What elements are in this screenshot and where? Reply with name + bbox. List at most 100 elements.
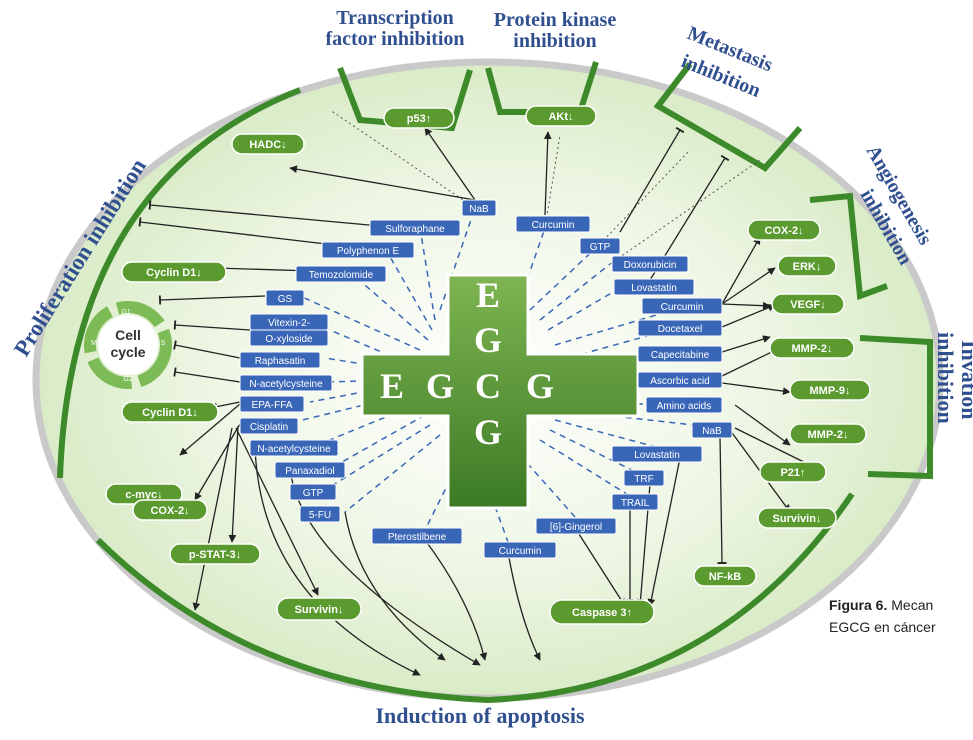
- compound-label: Polyphenon E: [337, 246, 400, 257]
- compound-label: Sulforaphane: [385, 224, 445, 235]
- caption-text-2: EGCG en cáncer: [829, 619, 936, 635]
- target-pill: Caspase 3↑: [549, 599, 655, 625]
- compound-label: Temozolomide: [309, 270, 374, 281]
- compound-box: Polyphenon E: [321, 241, 415, 259]
- compound-label: Curcumin: [661, 302, 704, 313]
- compound-box: 5-FU: [299, 505, 341, 523]
- target-label: Survivin↓: [295, 604, 344, 616]
- compound-label: Ascorbic acid: [650, 376, 709, 387]
- transcription-title-line-2: factor inhibition: [325, 28, 465, 50]
- cell-cycle-diagram: Cell cycle G1 S G2 M: [84, 301, 172, 389]
- target-pill: p53↑: [383, 107, 455, 129]
- target-label: Cyclin D1↓: [146, 267, 202, 279]
- compound-box: O-xyloside: [249, 329, 329, 347]
- cross-letter-top-e: E: [476, 275, 500, 315]
- apoptosis-frame: [95, 492, 855, 704]
- target-label: Survivin↓: [773, 513, 822, 525]
- compound-label: N-acetylcysteine: [249, 379, 323, 390]
- compound-box: Ascorbic acid: [637, 371, 723, 389]
- compound-box: TRF: [623, 469, 665, 487]
- compound-label: Curcumin: [532, 220, 575, 231]
- cell-cycle-label-1: Cell: [115, 327, 141, 343]
- kinase-title: Protein kinase inhibition: [480, 10, 630, 52]
- compound-box: Temozolomide: [295, 265, 387, 283]
- compound-label: Capecitabine: [651, 350, 710, 361]
- cell-cycle-phase-g2: G2: [123, 376, 132, 383]
- target-pill: p-STAT-3↓: [169, 543, 261, 565]
- figure-caption: Figura 6. Mecan EGCG en cáncer: [829, 594, 973, 638]
- compound-box: GTP: [579, 237, 621, 255]
- compound-label: Raphasatin: [255, 356, 306, 367]
- target-label: MMP-2↓: [808, 429, 849, 441]
- target-label: P21↑: [780, 467, 805, 479]
- cell-cycle-phase-m: M: [91, 340, 97, 347]
- cross-letter-bottom-g: G: [474, 412, 502, 452]
- compound-box: Sulforaphane: [369, 219, 461, 237]
- target-label: ERK↓: [793, 261, 822, 273]
- compound-label: GTP: [303, 488, 324, 499]
- compound-box: Vitexin-2-: [249, 313, 329, 331]
- target-pill: AKt↓: [525, 105, 597, 127]
- invasion-title-1: Invation: [957, 340, 973, 419]
- target-pill: MMP-2↓: [769, 337, 855, 359]
- target-pill: ERK↓: [777, 255, 837, 277]
- compound-label: Cisplatin: [250, 422, 288, 433]
- compound-label: TRF: [634, 474, 653, 485]
- compound-label: Lovastatin: [631, 283, 677, 294]
- compound-label: 5-FU: [309, 510, 331, 521]
- compound-box: N-acetylcysteine: [249, 439, 339, 457]
- target-label: Caspase 3↑: [572, 607, 632, 619]
- compound-box: Capecitabine: [637, 345, 723, 363]
- target-label: MMP-9↓: [810, 385, 851, 397]
- transcription-title-line-1: Transcription: [336, 7, 454, 29]
- angiogenesis-frame: [809, 192, 889, 301]
- compound-box: Curcumin: [641, 297, 723, 315]
- target-pill: P21↑: [759, 461, 827, 483]
- compound-box: Curcumin: [483, 541, 557, 559]
- compound-label: [6]-Gingerol: [550, 522, 602, 533]
- compound-box: N-acetylcysteine: [239, 374, 333, 392]
- kinase-title-line-1: Protein kinase: [493, 9, 617, 31]
- compound-box: NaB: [461, 199, 497, 217]
- cell-cycle-label-2: cycle: [110, 344, 145, 360]
- invasion-title-2: inhibition: [933, 332, 958, 424]
- compound-box: Doxorubicin: [611, 255, 689, 273]
- caption-label: Figura 6.: [829, 597, 888, 613]
- target-pill: c-myc↓: [105, 483, 183, 505]
- compound-box: [6]-Gingerol: [535, 517, 617, 535]
- target-pill: COX-2↓: [132, 499, 208, 521]
- compound-label: GS: [278, 294, 293, 305]
- compound-label: NaB: [469, 204, 489, 215]
- target-pills: HADC↓p53↑AKt↓Cyclin D1↓Cyclin D1↓c-myc↓C…: [105, 105, 871, 625]
- apoptosis-title: Induction of apoptosis: [375, 703, 585, 728]
- target-label: NF-kB: [709, 571, 741, 583]
- target-pill: COX-2↓: [747, 219, 821, 241]
- cross-letter-center-c: C: [475, 366, 501, 406]
- compound-box: Raphasatin: [239, 351, 321, 369]
- target-label: c-myc↓: [125, 489, 162, 501]
- cross-letter-left-g: G: [426, 366, 454, 406]
- compound-box: Pterostilbene: [371, 527, 463, 545]
- compound-label: Panaxadiol: [285, 466, 334, 477]
- target-label: HADC↓: [249, 139, 286, 151]
- target-label: p-STAT-3↓: [189, 549, 241, 561]
- target-label: COX-2↓: [150, 505, 189, 517]
- compound-label: Lovastatin: [634, 450, 680, 461]
- solid-connectors: [138, 126, 823, 676]
- compound-box: Lovastatin: [611, 445, 703, 463]
- caption-text-1: Mecan: [887, 597, 934, 613]
- target-pill: VEGF↓: [771, 293, 845, 315]
- compound-box: Cisplatin: [239, 417, 299, 435]
- proliferation-frame: [57, 87, 302, 479]
- cross-letter-left-e: E: [380, 366, 404, 406]
- egcg-cross: E G E G C G G: [360, 273, 640, 510]
- target-label: VEGF↓: [790, 299, 825, 311]
- metastasis-frame: [653, 62, 803, 172]
- kinase-title-line-2: inhibition: [513, 30, 597, 52]
- compound-label: Amino acids: [657, 401, 711, 412]
- target-pill: Cyclin D1↓: [121, 261, 227, 283]
- compound-label: N-acetylcysteine: [257, 444, 331, 455]
- compound-box: Amino acids: [645, 396, 723, 414]
